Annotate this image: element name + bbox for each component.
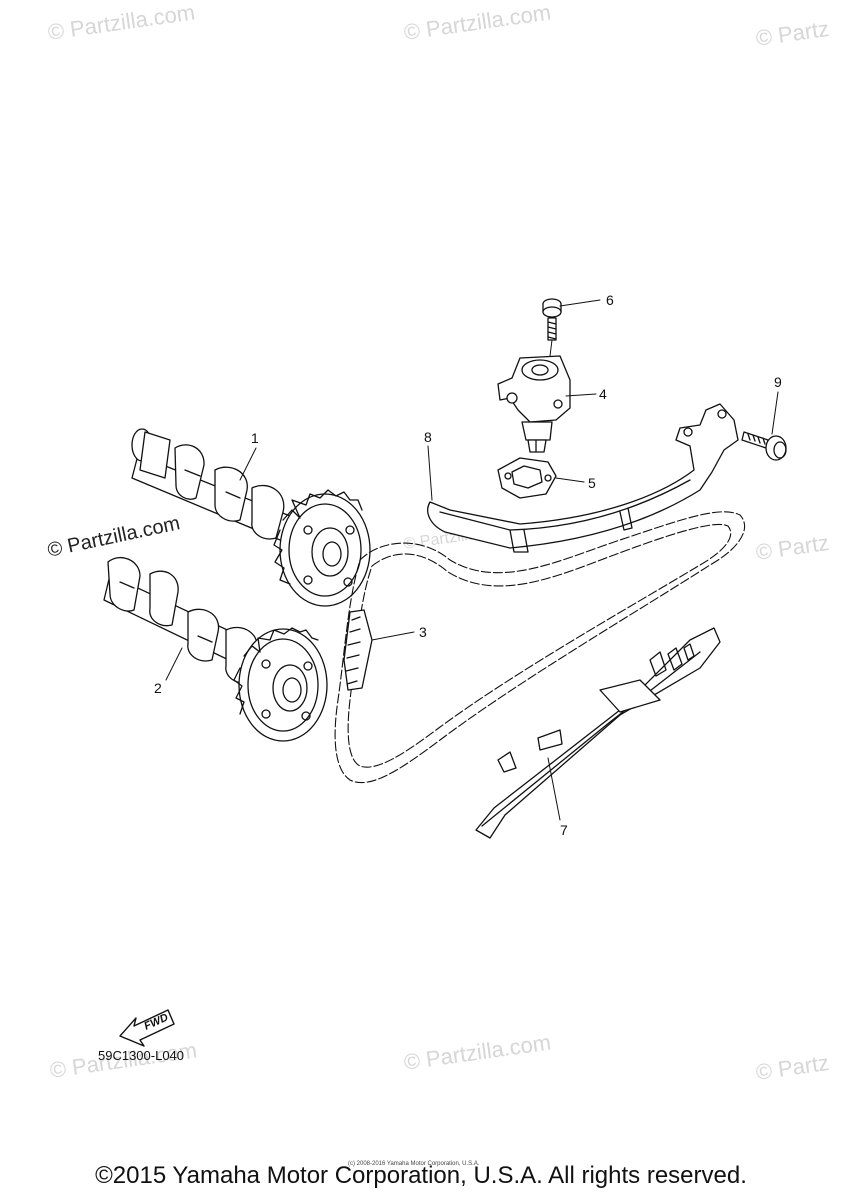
callout-1: 1 xyxy=(251,430,259,446)
cam-chain-tensioner xyxy=(497,355,571,453)
chain-tensioner-guide xyxy=(427,403,739,553)
tensioner-gasket xyxy=(497,457,557,499)
copyright-notice: ©2015 Yamaha Motor Corporation, U.S.A. A… xyxy=(95,1162,747,1189)
timing-chain xyxy=(334,511,746,784)
cam-sprocket-lower xyxy=(233,627,328,742)
callout-5: 5 xyxy=(588,475,596,491)
bolt-6 xyxy=(542,298,562,357)
chain-guide-lower xyxy=(475,627,721,839)
cam-sprocket-upper xyxy=(273,489,371,607)
callout-6: 6 xyxy=(606,292,614,308)
callout-9: 9 xyxy=(774,374,782,390)
camshaft-upper xyxy=(131,428,301,546)
callout-7: 7 xyxy=(560,822,568,838)
fwd-arrow-icon: FWD xyxy=(119,1009,175,1047)
copyright-small: (c) 2008-2016 Yamaha Motor Corporation, … xyxy=(348,1161,480,1167)
callout-4: 4 xyxy=(599,386,607,402)
bolt-9 xyxy=(741,431,787,461)
chain-guide-small xyxy=(343,609,373,691)
callout-2: 2 xyxy=(154,680,162,696)
callout-8: 8 xyxy=(424,429,432,445)
callout-3: 3 xyxy=(419,624,427,640)
leader-lines xyxy=(165,299,779,821)
diagram-code: 59C1300-L040 xyxy=(98,1048,185,1063)
